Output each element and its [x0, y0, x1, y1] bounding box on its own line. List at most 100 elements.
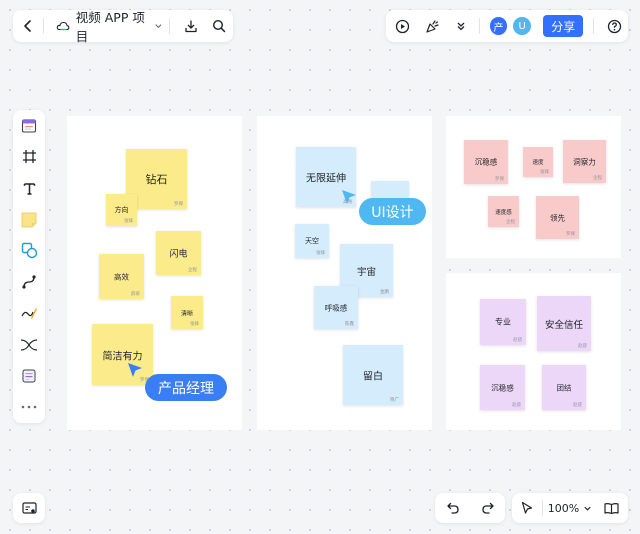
sticky-note[interactable]: 领先 罗保 [536, 196, 579, 239]
help-button[interactable] [600, 10, 628, 42]
share-button[interactable]: 分享 [543, 15, 584, 37]
note-text: 呼吸感 [324, 303, 348, 312]
template-icon [21, 119, 37, 133]
note-text: 领先 [550, 213, 565, 222]
sticky-note[interactable]: 洞察力 企程 [563, 140, 606, 183]
sticky-note[interactable]: 高效 薛泉 [99, 254, 144, 299]
minimap-button[interactable] [13, 493, 45, 523]
sticky-note[interactable]: 速度 张锋 [523, 147, 553, 177]
zoom-dropdown[interactable]: 100% [543, 493, 597, 523]
chevron-left-icon [24, 20, 31, 32]
note-author: 罗保 [174, 202, 183, 207]
sticky-note[interactable]: 天空 张锋 [295, 224, 329, 258]
note-author: 金鹏 [380, 290, 389, 295]
frame-tool[interactable] [13, 141, 45, 172]
minimap-icon [21, 501, 37, 514]
sticky-note[interactable]: 沉稳感 罗保 [464, 140, 508, 184]
more-icon [21, 406, 37, 409]
avatar[interactable]: 产 [489, 17, 508, 35]
frame-ui-design[interactable]: 无限延伸 高畅 天空 张锋 宇宙 金鹏 呼吸感 陈鑫 留白 晓广 [257, 116, 432, 430]
sticky-note[interactable]: 钻石 罗保 [126, 149, 187, 209]
redo-icon [481, 502, 494, 514]
note-author: 张锋 [124, 219, 133, 224]
sticky-note[interactable]: 清晰 张锋 [171, 296, 203, 329]
mindmap-icon [20, 339, 38, 351]
download-button[interactable] [178, 10, 206, 42]
note-text: 闪电 [169, 249, 188, 260]
note-text: 高效 [114, 272, 129, 281]
select-mode-button[interactable] [512, 493, 542, 523]
divider [478, 18, 480, 34]
note-text: 钻石 [145, 173, 168, 186]
cursor-arrow-icon [521, 501, 533, 514]
celebrate-button[interactable] [418, 10, 448, 42]
connector-tool[interactable] [13, 266, 45, 297]
sticky-note[interactable]: 安全信任 赵骁 [537, 296, 591, 351]
note-text: 沉稳感 [491, 383, 514, 392]
sticky-note[interactable]: 留白 晓广 [343, 345, 403, 405]
note-author: 薛泉 [131, 292, 140, 297]
left-toolbar [13, 110, 45, 423]
search-icon [213, 19, 226, 33]
sticky-note-tool[interactable] [13, 204, 45, 235]
sticky-note[interactable]: 呼吸感 陈鑫 [314, 286, 358, 329]
avatar[interactable]: U [513, 17, 532, 35]
chevron-down-icon [584, 506, 591, 511]
mindmap-tool[interactable] [13, 329, 45, 360]
sticky-note[interactable]: 速度感 企程 [488, 196, 519, 227]
sticky-note[interactable]: 简洁有力 罗保 [92, 324, 153, 385]
note-author: 罗保 [140, 378, 149, 383]
undo-button[interactable] [439, 493, 467, 523]
note-text: 清晰 [180, 310, 193, 317]
history-controls [435, 493, 505, 523]
cloud-icon [56, 21, 70, 31]
party-popper-icon [426, 19, 439, 33]
frame-keywords-violet[interactable]: 专业 赵骁 安全信任 赵骁 沉稳感 赵骁 团结 赵骁 [446, 273, 621, 430]
download-icon [185, 20, 198, 33]
divider [168, 18, 170, 34]
document-header: 视频 APP 项目 [13, 7, 233, 45]
sticky-note[interactable]: 团结 赵骁 [542, 365, 586, 410]
note-author: 张锋 [540, 170, 549, 175]
shape-tool[interactable] [13, 235, 45, 266]
note-text: 速度感 [495, 209, 512, 216]
note-text: 宇宙 [356, 266, 376, 278]
document-title: 视频 APP 项目 [75, 10, 145, 44]
more-tools-button[interactable] [13, 392, 45, 423]
collaborator-cursor-label: UI设计 [359, 198, 426, 225]
template-tool[interactable] [13, 110, 45, 141]
sticky-note[interactable]: 沉稳感 赵骁 [480, 365, 525, 410]
book-open-icon [603, 502, 619, 514]
shapes-icon [21, 243, 37, 259]
divider [42, 18, 44, 34]
sticky-note[interactable]: 闪电 企程 [156, 231, 201, 275]
note-author: 赵骁 [573, 403, 582, 408]
note-text: 速度 [532, 160, 544, 166]
note-text: 洞察力 [573, 157, 596, 166]
chevron-down-icon [155, 24, 162, 29]
map-view-button[interactable] [597, 493, 625, 523]
more-collapse-button[interactable] [447, 10, 475, 42]
document-icon [22, 369, 36, 383]
pen-tool[interactable] [13, 298, 45, 329]
double-chevron-down-icon [457, 22, 465, 31]
note-text: 方向 [114, 206, 129, 214]
sticky-note[interactable]: 方向 张锋 [106, 194, 137, 226]
document-title-dropdown[interactable]: 视频 APP 项目 [56, 7, 163, 45]
search-button[interactable] [205, 10, 233, 42]
insert-tool[interactable] [13, 360, 45, 391]
back-button[interactable] [13, 10, 43, 42]
sticky-note[interactable]: 专业 赵骁 [480, 299, 526, 345]
redo-button[interactable] [474, 493, 502, 523]
cursor-pointer-icon [128, 363, 142, 377]
view-controls: 100% [512, 493, 628, 523]
divider [542, 500, 543, 516]
divider [593, 18, 595, 34]
present-button[interactable] [388, 10, 418, 42]
frame-keywords-pink[interactable]: 沉稳感 罗保 速度 张锋 洞察力 企程 速度感 企程 领先 罗保 [446, 116, 621, 258]
pen-icon [21, 308, 37, 320]
text-tool[interactable] [13, 173, 45, 204]
zoom-level: 100% [547, 501, 580, 515]
text-icon [23, 182, 35, 195]
note-text: 留白 [363, 371, 383, 383]
